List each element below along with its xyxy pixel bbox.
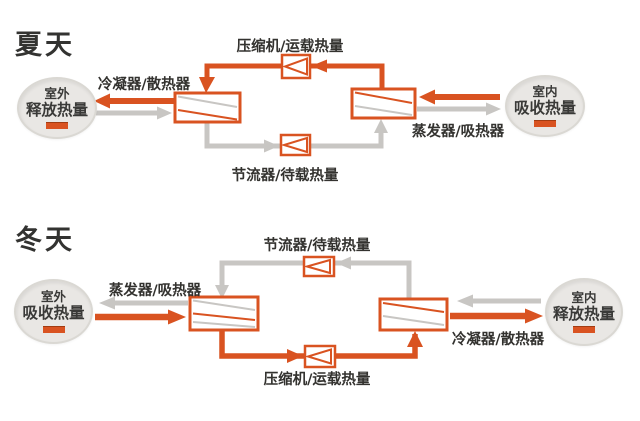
winter-indoor-circle: 室内 释放热量 <box>545 278 623 346</box>
winter-indoor-location: 室内 <box>571 289 597 305</box>
summer-outdoor-action: 释放热量 <box>25 100 88 119</box>
winter-condenser-exchanger-icon <box>378 297 449 332</box>
summer-indoor-absorb-arrow <box>419 89 500 105</box>
summer-compressor-label: 压缩机/运载热量 <box>236 39 344 55</box>
summer-condenser-exchanger-icon <box>173 91 242 124</box>
winter-outdoor-absorb-arrow <box>95 309 186 325</box>
summer-outdoor-release-arrow <box>94 93 177 109</box>
summer-indoor-return-arrow <box>417 102 501 116</box>
winter-condenser-label: 冷凝器/散热器 <box>451 332 545 348</box>
winter-evaporator-label: 蒸发器/吸热器 <box>108 283 202 299</box>
winter-outdoor-action: 吸收热量 <box>22 304 85 323</box>
heat-bar-icon <box>573 326 595 334</box>
winter-outdoor-circle: 室外 吸收热量 <box>14 279 93 344</box>
summer-compressor-valve-icon <box>280 53 312 80</box>
heat-bar-icon <box>534 120 556 128</box>
summer-title: 夏天 <box>15 30 75 61</box>
winter-indoor-release-arrow <box>450 308 543 324</box>
heat-bar-icon <box>42 325 65 333</box>
winter-indoor-return-arrow <box>457 294 541 308</box>
winter-outdoor-location: 室外 <box>40 289 66 305</box>
winter-outdoor-return-arrow <box>99 296 188 310</box>
summer-throttle-valve-icon <box>279 133 312 157</box>
summer-indoor-location: 室内 <box>532 83 558 99</box>
winter-throttle-valve-icon <box>302 255 336 278</box>
winter-throttle-label: 节流器/待载热量 <box>263 238 371 254</box>
summer-condenser-label: 冷凝器/散热器 <box>97 77 191 93</box>
winter-compressor-valve-icon <box>303 344 337 369</box>
summer-outdoor-location: 室外 <box>44 85 70 101</box>
summer-throttle-label: 节流器/待载热量 <box>231 168 339 184</box>
winter-evaporator-exchanger-icon <box>188 295 260 332</box>
heat-bar-icon <box>46 122 68 130</box>
summer-indoor-circle: 室内 吸收热量 <box>505 75 585 137</box>
winter-indoor-action: 释放热量 <box>552 304 615 323</box>
winter-compressor-label: 压缩机/运载热量 <box>263 372 371 388</box>
summer-outdoor-return-arrow <box>96 106 172 120</box>
summer-evaporator-exchanger-icon <box>350 87 417 120</box>
summer-evaporator-label: 蒸发器/吸热器 <box>411 124 505 140</box>
summer-outdoor-circle: 室外 释放热量 <box>17 77 97 139</box>
winter-title: 冬天 <box>15 225 75 256</box>
summer-indoor-action: 吸收热量 <box>513 98 576 117</box>
